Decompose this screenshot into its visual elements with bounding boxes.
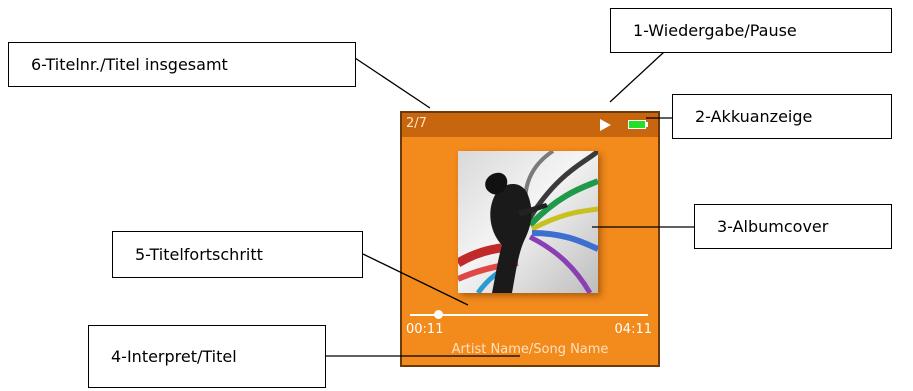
leader-play-pause [609,51,665,103]
callout-track-number: 6-Titelnr./Titel insgesamt [8,42,356,87]
callout-play-pause: 1-Wiedergabe/Pause [610,8,892,53]
album-cover-art [458,151,598,293]
status-bar: 2/7 [402,113,658,137]
callout-battery: 2-Akkuanzeige [672,94,892,139]
album-cover-image [458,151,598,293]
time-elapsed: 00:11 [406,322,444,337]
battery-icon [628,120,646,129]
callout-album-cover: 3-Albumcover [694,204,892,249]
callout-artist-title: 4-Interpret/Titel [88,325,326,388]
song-name: Artist Name/Song Name [451,342,609,357]
battery-tip [646,122,648,127]
progress-knob[interactable] [434,310,444,319]
leader-track-number [354,57,431,109]
time-total: 04:11 [614,322,652,337]
track-counter: 2/7 [406,116,427,131]
player-screen: 2/7 [400,111,660,367]
progress-track [410,314,648,316]
callout-track-progress: 5-Titelfortschritt [112,231,363,278]
play-icon [600,119,611,131]
